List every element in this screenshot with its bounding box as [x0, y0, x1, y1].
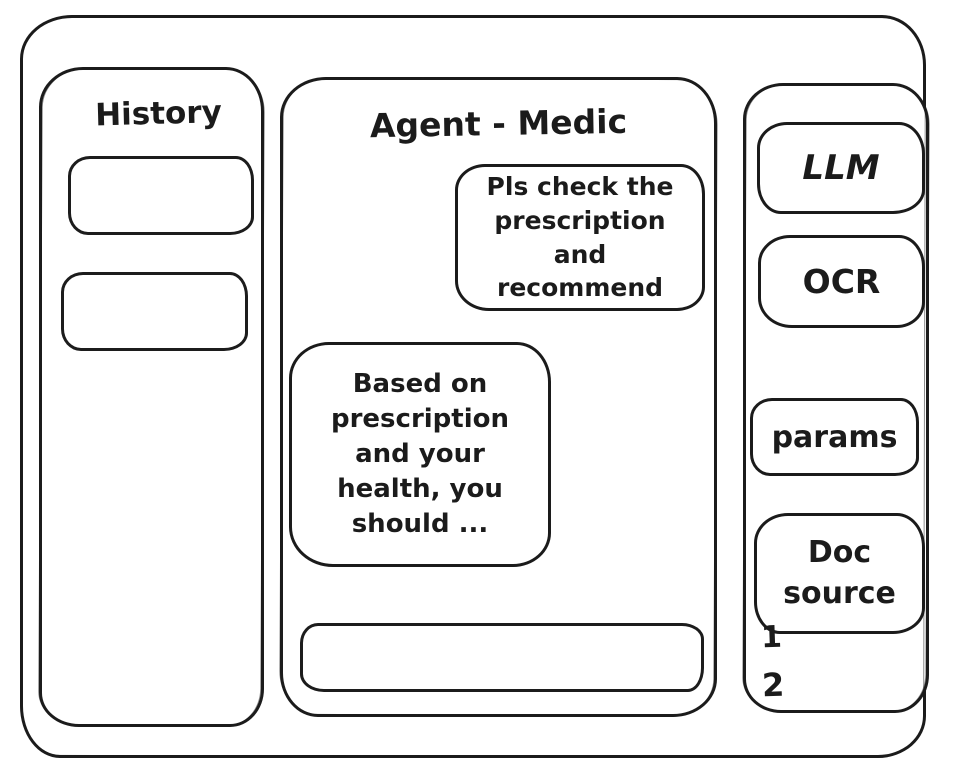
history-item-1[interactable]: [68, 156, 254, 235]
doc-source-item-2[interactable]: 2: [761, 665, 785, 705]
message-input[interactable]: [300, 623, 704, 692]
history-item-2[interactable]: [61, 272, 248, 351]
params-button-label: params: [771, 419, 898, 455]
app-window-frame: History Agent - Medic Pls check the pres…: [20, 15, 929, 758]
assistant-message-text: Based on prescription and your health, y…: [330, 368, 509, 540]
history-title: History: [94, 94, 223, 134]
user-message-bubble: Pls check the prescription and recommend: [455, 164, 705, 311]
ocr-button-label: OCR: [802, 262, 881, 301]
doc-source-button-label: Doc source: [783, 535, 896, 611]
chat-panel: Agent - Medic Pls check the prescription…: [280, 77, 717, 717]
assistant-message-bubble: Based on prescription and your health, y…: [289, 342, 551, 567]
history-panel: History: [39, 67, 264, 727]
params-button[interactable]: params: [750, 398, 919, 476]
tools-panel: LLM OCR params Doc source 1 2: [743, 83, 929, 713]
llm-button-label: LLM: [802, 148, 880, 188]
doc-source-button[interactable]: Doc source: [754, 513, 925, 634]
ocr-button[interactable]: OCR: [758, 235, 925, 328]
doc-source-item-1[interactable]: 1: [760, 619, 783, 656]
llm-button[interactable]: LLM: [757, 122, 925, 214]
chat-title: Agent - Medic: [369, 101, 628, 146]
user-message-text: Pls check the prescription and recommend: [486, 172, 674, 303]
